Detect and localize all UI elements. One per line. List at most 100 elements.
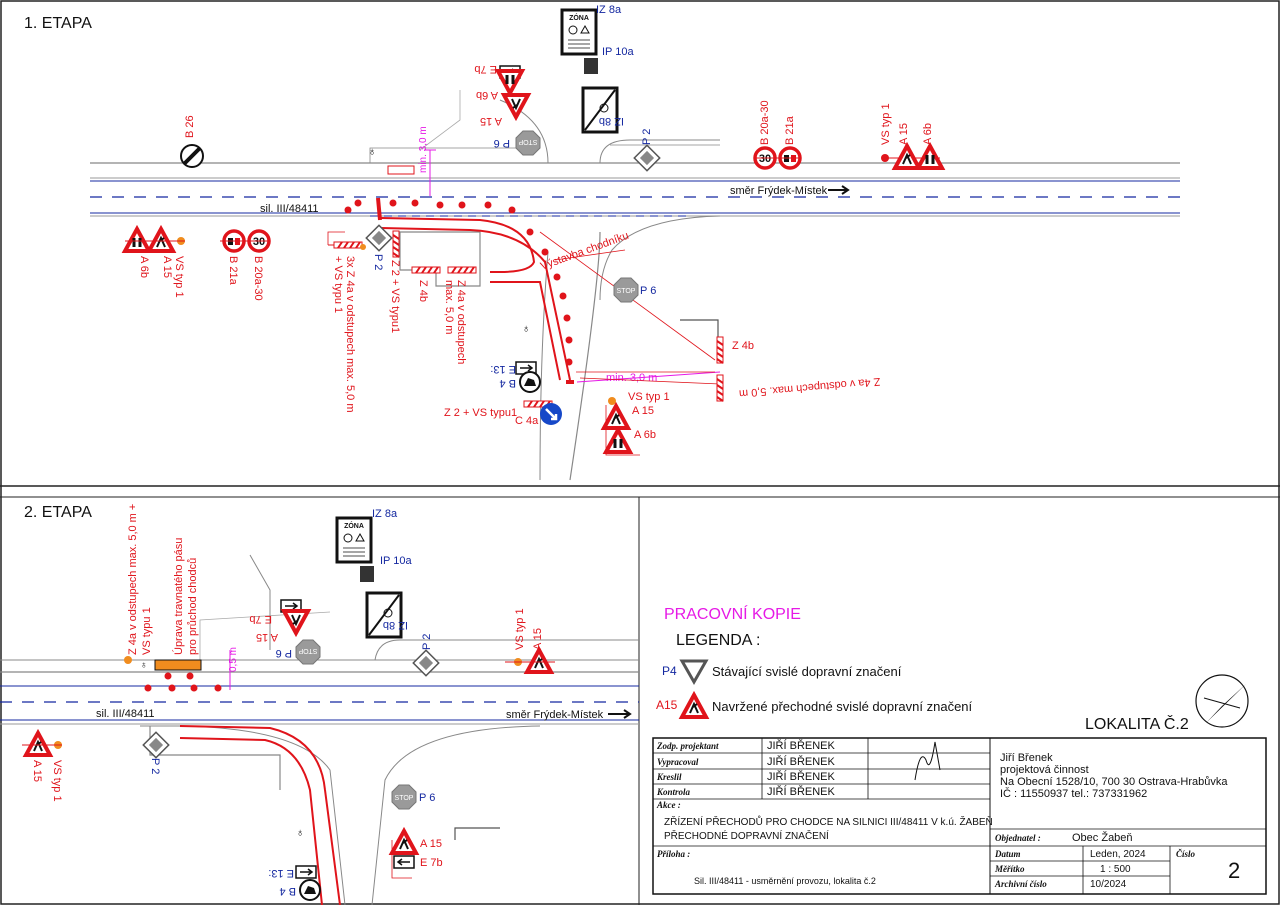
p6-top-sign-icon	[515, 130, 541, 156]
ped-symbol-mid: ♁	[522, 323, 530, 335]
a15-left-sign-icon	[147, 227, 175, 253]
tb-label-cislo: Číslo	[1176, 849, 1196, 859]
iz8b-label: IZ 8b	[599, 115, 624, 127]
p6-top-label: P 6	[494, 137, 510, 149]
a6b-left-sign-icon	[123, 227, 151, 253]
stage2-a15-left-sign-icon	[24, 731, 52, 757]
tb-label-priloha: Příloha :	[657, 849, 690, 859]
p2-top-sign-icon	[633, 144, 661, 172]
z4a-left-text-2: + VS typu 1	[332, 256, 344, 313]
stage2-vs-left-label: VS typ 1	[51, 760, 63, 802]
stage1-dimension-right: min. 3,0 m	[576, 371, 721, 384]
b26-sign-icon	[179, 143, 205, 169]
a15-bottom-sign-icon	[602, 404, 630, 430]
z2-vs-text-1: Z 2 + VS typu1	[389, 260, 401, 333]
uprava-text-2: pro průchod chodců	[187, 558, 199, 655]
stage2-ip10a-sign-icon	[360, 566, 374, 582]
a15-right-label: A 15	[898, 123, 910, 145]
vs-typ1-bottom-label: VS typ 1	[628, 391, 670, 403]
tb-label-kreslil: Kreslil	[656, 772, 682, 782]
legend-p4-code: P4	[662, 664, 677, 678]
a15-left-label: A 15	[161, 256, 173, 278]
stage1-title: 1. ETAPA	[24, 15, 92, 32]
tb-value-vypracoval: JIŘÍ BŘENEK	[767, 755, 836, 768]
stage2-a15-right-label: A 15	[532, 628, 544, 650]
legend-warning-icon	[680, 693, 708, 719]
z2-vs-text-2: Z 2 + VS typu1	[444, 407, 517, 419]
ip10a-sign-icon	[584, 58, 598, 74]
stage2-b4-label: B 4	[279, 885, 296, 897]
tb-akce-2: PŘECHODNÉ DOPRAVNÍ ZNAČENÍ	[664, 829, 829, 842]
tb-label-zodp: Zodp. projektant	[656, 741, 719, 751]
stage2-p6-sign-icon	[295, 639, 321, 665]
stage2-z4a-text-2: VS typu 1	[141, 607, 153, 655]
tb-company-1: Jiří Břenek	[1000, 752, 1053, 764]
stage2-e7b-label: E 7b	[249, 613, 272, 625]
stage2-title: 2. ETAPA	[24, 504, 92, 521]
c4a-sign-icon	[538, 401, 564, 427]
min3-right-label: min. 3,0 m	[606, 372, 657, 384]
stage2-a15-left-label: A 15	[31, 760, 43, 782]
stage2-direction-arrow	[608, 709, 632, 719]
direction-label-1: směr Frýdek-Místek	[730, 185, 828, 197]
tb-company-3: Na Obecní 1528/10, 700 30 Ostrava-Hrabův…	[1000, 776, 1228, 788]
stage2-b4-sign-icon	[299, 879, 321, 901]
stage2-e7b-bottom-label: E 7b	[420, 857, 443, 869]
b21a-left-label: B 21a	[227, 256, 239, 286]
tb-label-akce: Akce :	[656, 800, 681, 810]
min3-top-label: min. 3,0 m	[418, 126, 429, 173]
stage2-iz8a-sign-icon	[335, 516, 373, 564]
vs-typ1-left-label: VS typ 1	[173, 256, 185, 298]
tb-priloha: Sil. III/48411 - usměrnění provozu, loka…	[694, 876, 876, 886]
a6b-bottom-label: A 6b	[634, 429, 656, 441]
stage2-iz8a-label: IZ 8a	[372, 508, 398, 520]
yield-icon	[679, 659, 709, 686]
p2-mid-label: P 2	[372, 254, 384, 270]
a6b-top-sign-icon	[496, 69, 524, 95]
bottom-leader	[605, 405, 640, 456]
a6b-left-label: A 6b	[138, 256, 150, 278]
stage2-ped-symbol-left: ♁	[140, 660, 148, 671]
stage2-p2-left-label: P 2	[149, 758, 161, 774]
stage2-road-name: sil. III/48411	[96, 708, 155, 720]
stage2-p2-left-sign-icon	[142, 731, 170, 759]
legend-title: LEGENDA :	[676, 632, 760, 649]
stage1-dimension-top: min. 3,0 m	[418, 126, 436, 196]
stage2-a15-sign-icon	[282, 609, 310, 635]
stage2-iz8b-label: IZ 8b	[383, 619, 408, 631]
stage2-e7b-bottom-sign-icon	[393, 855, 415, 869]
ped-symbol-top: ♁	[368, 146, 376, 158]
tb-archivni: 10/2024	[1090, 879, 1127, 890]
vs-bottom-dot	[608, 397, 616, 405]
a15-top-label: A 15	[480, 115, 502, 127]
stage1-walkway	[376, 197, 574, 384]
tb-company-4: IČ : 11550937 tel.: 737331962	[1000, 787, 1147, 800]
z4b-right-barrier	[716, 336, 724, 364]
a6b-right-sign-icon	[916, 144, 944, 170]
z4a-left-text-1: 3x Z 4a v odstupech max. 5,0 m	[344, 256, 356, 413]
legend-p4-text: Stávající svislé dopravní značení	[712, 664, 902, 679]
tb-label-kontrola: Kontrola	[656, 787, 691, 797]
tb-value-kontrola: JIŘÍ BŘENEK	[767, 785, 836, 798]
tb-value-zodp: JIŘÍ BŘENEK	[767, 739, 836, 752]
stage2-vs-dot-left	[124, 656, 132, 664]
tb-datum: Leden, 2024	[1090, 849, 1146, 860]
p6-mid-sign-icon	[613, 277, 639, 303]
stage2-bottom-leader	[391, 840, 412, 879]
stage2-a15-bottom-sign-icon	[390, 829, 418, 855]
dim-05-label: 0,5 m	[228, 647, 239, 672]
stage1-cones	[344, 199, 573, 366]
iz8a-label: IZ 8a	[596, 4, 622, 16]
z4a-mid-text-2: max. 5,0 m	[443, 280, 455, 334]
p6-mid-label: P 6	[640, 285, 656, 297]
tb-label-datum: Datum	[994, 849, 1021, 859]
tb-label-meritko: Měřítko	[994, 864, 1025, 874]
working-copy-label: PRACOVNÍ KOPIE	[664, 604, 801, 623]
z4a-right-label: Z 4a v odstupech max. 5,0 m	[738, 375, 880, 399]
e7b-label: E 7b	[474, 63, 497, 75]
legend-a15-code: A15	[656, 698, 678, 712]
stage2-direction: směr Frýdek-Místek	[506, 709, 604, 721]
b20a30-label: B 20a-30	[759, 100, 771, 145]
ip10a-label: IP 10a	[602, 46, 634, 58]
z4a-barrier-mid	[447, 266, 477, 274]
